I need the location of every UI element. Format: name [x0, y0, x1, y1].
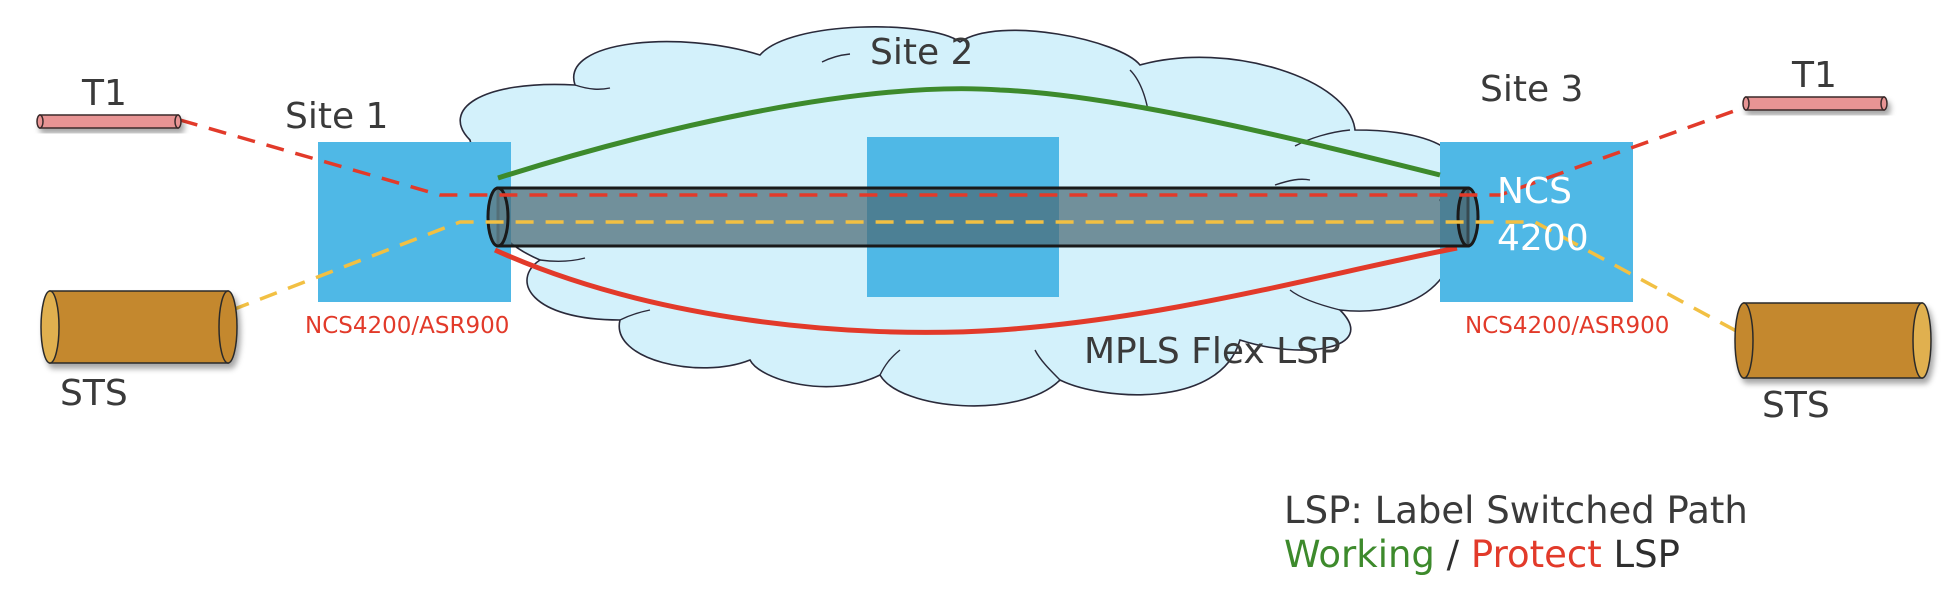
right-t1-label: T1 — [1791, 55, 1837, 96]
t1-circuit-line — [179, 104, 1749, 197]
site1-label: Site 1 — [285, 96, 388, 137]
legend-working: Working — [1284, 533, 1435, 576]
site1-node — [318, 142, 511, 302]
mpls-tunnel — [486, 186, 1480, 248]
legend-protect: Protect — [1471, 533, 1602, 576]
legend-definition: LSP: Label Switched Path — [1284, 489, 1748, 532]
mpls-lsp-label: MPLS Flex LSP — [1084, 331, 1341, 372]
right-sts-cylinder — [1734, 302, 1932, 379]
left-sts-cylinder — [40, 290, 238, 364]
right-sts-label: STS — [1762, 385, 1830, 426]
legend-separator: / — [1435, 533, 1471, 576]
left-t1-label: T1 — [81, 73, 127, 114]
site2-label: Site 2 — [870, 32, 973, 73]
sts-circuit-line — [231, 220, 1741, 335]
right-node-label: NCS4200/ASR900 — [1465, 313, 1669, 339]
right-t1-pipe — [1742, 96, 1888, 111]
device-label-line2: 4200 — [1497, 218, 1589, 259]
legend-suffix: LSP — [1602, 533, 1680, 576]
left-sts-label: STS — [60, 373, 128, 414]
working-lsp-path — [497, 86, 1441, 181]
left-t1-pipe — [36, 114, 182, 129]
device-label-line1: NCS — [1497, 171, 1572, 212]
legend-line: Working / Protect LSP — [1284, 533, 1680, 576]
site3-label: Site 3 — [1480, 69, 1583, 110]
protect-lsp-path — [493, 245, 1458, 335]
left-node-label: NCS4200/ASR900 — [305, 313, 509, 339]
